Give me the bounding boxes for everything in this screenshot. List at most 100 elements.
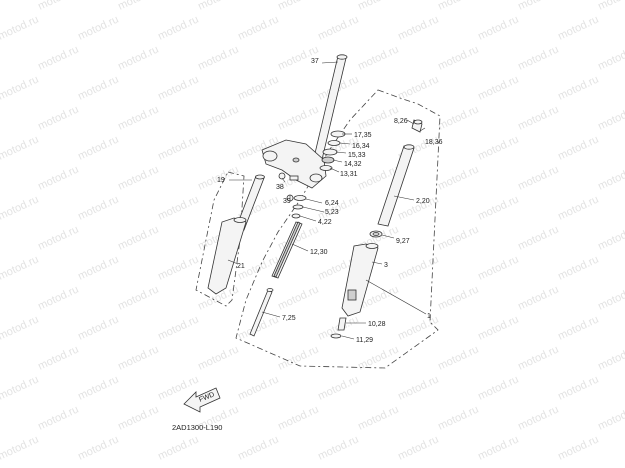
- callout-21: 21: [237, 263, 245, 270]
- leader-lines: [227, 61, 427, 340]
- watermark-text: motod.ru: [156, 193, 200, 222]
- watermark-text: motod.ru: [436, 0, 480, 13]
- watermark-text: motod.ru: [476, 313, 520, 342]
- watermark-text: motod.ru: [556, 313, 600, 342]
- watermark-text: motod.ru: [516, 343, 560, 372]
- callout-12-30: 12,30: [310, 249, 328, 256]
- callout-1: 1: [427, 313, 431, 320]
- watermark-text: motod.ru: [0, 0, 1, 13]
- watermark-text: motod.ru: [0, 253, 41, 282]
- watermark-text: motod.ru: [0, 403, 1, 432]
- damper-rod-7-25: [249, 288, 274, 337]
- watermark-text: motod.ru: [556, 73, 600, 102]
- watermark-text: motod.ru: [36, 283, 80, 312]
- callout-2-20: 2,20: [416, 198, 430, 205]
- watermark-text: motod.ru: [316, 13, 360, 42]
- callout-8-26: 8,26: [394, 118, 408, 125]
- callout-17-35: 17,35: [354, 132, 372, 139]
- watermark-text: motod.ru: [76, 313, 120, 342]
- callouts: 37 8,26 18,36 17,35 16,34 15,33 14,32 13…: [217, 58, 443, 344]
- damper-rod-spring: [271, 221, 303, 279]
- under-bracket: [261, 139, 327, 189]
- watermark-text: motod.ru: [0, 343, 1, 372]
- oil-seal: [369, 230, 383, 238]
- watermark-text: motod.ru: [516, 283, 560, 312]
- watermark-text: motod.ru: [36, 43, 80, 72]
- watermark-text: motod.ru: [276, 403, 320, 432]
- watermark-text: motod.ru: [396, 73, 440, 102]
- watermark-text: motod.ru: [0, 223, 1, 252]
- watermark-text: motod.ru: [76, 13, 120, 42]
- watermark-text: motod.ru: [0, 103, 1, 132]
- watermark-text: motod.ru: [596, 163, 625, 192]
- washers-nuts: [291, 195, 307, 219]
- watermark-text: motod.ru: [596, 283, 625, 312]
- callout-5-23: 5,23: [325, 209, 339, 216]
- watermark-text: motod.ru: [596, 103, 625, 132]
- watermark-text: motod.ru: [0, 283, 1, 312]
- watermark-text: motod.ru: [356, 0, 400, 13]
- watermark-text: motod.ru: [156, 133, 200, 162]
- watermark-text: motod.ru: [0, 313, 41, 342]
- watermark-text: motod.ru: [0, 433, 41, 462]
- watermark-text: motod.ru: [476, 433, 520, 462]
- bottom-bolt: [330, 317, 347, 339]
- watermark-text: motod.ru: [76, 373, 120, 402]
- watermark-text: motod.ru: [596, 0, 625, 13]
- watermark-text: motod.ru: [316, 373, 360, 402]
- watermark-text: motod.ru: [516, 103, 560, 132]
- watermark-text: motod.ru: [236, 13, 280, 42]
- watermark-text: motod.ru: [0, 43, 1, 72]
- watermark-text: motod.ru: [556, 193, 600, 222]
- watermark-text: motod.ru: [436, 223, 480, 252]
- watermark-text: motod.ru: [36, 0, 80, 13]
- watermark-text: motod.ru: [436, 43, 480, 72]
- watermark-text: motod.ru: [0, 73, 41, 102]
- watermark-text: motod.ru: [196, 103, 240, 132]
- watermark-text: motod.ru: [0, 193, 41, 222]
- left-fork-group-outline: [195, 171, 245, 307]
- watermark-text: motod.ru: [196, 0, 240, 13]
- watermark-text: motod.ru: [236, 433, 280, 462]
- watermark-text: motod.ru: [0, 133, 41, 162]
- watermark-text: motod.ru: [116, 103, 160, 132]
- watermark-text: motod.ru: [556, 253, 600, 282]
- watermark-text: motod.ru: [156, 253, 200, 282]
- watermark-text: motod.ru: [0, 373, 41, 402]
- watermark-text: motod.ru: [116, 43, 160, 72]
- callout-4-22: 4,22: [318, 219, 332, 226]
- watermark-text: motod.ru: [156, 73, 200, 102]
- watermark-text: motod.ru: [556, 13, 600, 42]
- watermark-text: motod.ru: [196, 43, 240, 72]
- watermark-text: motod.ru: [556, 373, 600, 402]
- callout-7-25: 7,25: [282, 315, 296, 322]
- fork-cap: [411, 119, 423, 133]
- watermark-text: motod.ru: [396, 373, 440, 402]
- left-outer-tube: [207, 217, 247, 295]
- watermark-text: motod.ru: [396, 313, 440, 342]
- watermark-text: motod.ru: [116, 283, 160, 312]
- callout-38: 38: [276, 184, 284, 191]
- diagram-code: 2AD1300-L190: [172, 423, 222, 432]
- watermark-text: motod.ru: [236, 373, 280, 402]
- watermark-text: motod.ru: [76, 73, 120, 102]
- watermark-text: motod.ru: [476, 193, 520, 222]
- watermark-text: motod.ru: [0, 163, 1, 192]
- bearing-stack: [319, 130, 346, 171]
- watermark-text: motod.ru: [36, 223, 80, 252]
- left-inner-tube: [235, 174, 265, 231]
- watermark-text: motod.ru: [356, 403, 400, 432]
- callout-3: 3: [384, 262, 388, 269]
- watermark-text: motod.ru: [396, 253, 440, 282]
- callout-15-33: 15,33: [348, 152, 366, 159]
- callout-18-36: 18,36: [425, 139, 443, 146]
- watermark-text: motod.ru: [276, 283, 320, 312]
- callout-10-28: 10,28: [368, 321, 386, 328]
- watermark-text: motod.ru: [156, 313, 200, 342]
- watermark-text: motod.ru: [156, 13, 200, 42]
- watermark-text: motod.ru: [436, 103, 480, 132]
- watermark-text: motod.ru: [476, 133, 520, 162]
- watermark-text: motod.ru: [436, 163, 480, 192]
